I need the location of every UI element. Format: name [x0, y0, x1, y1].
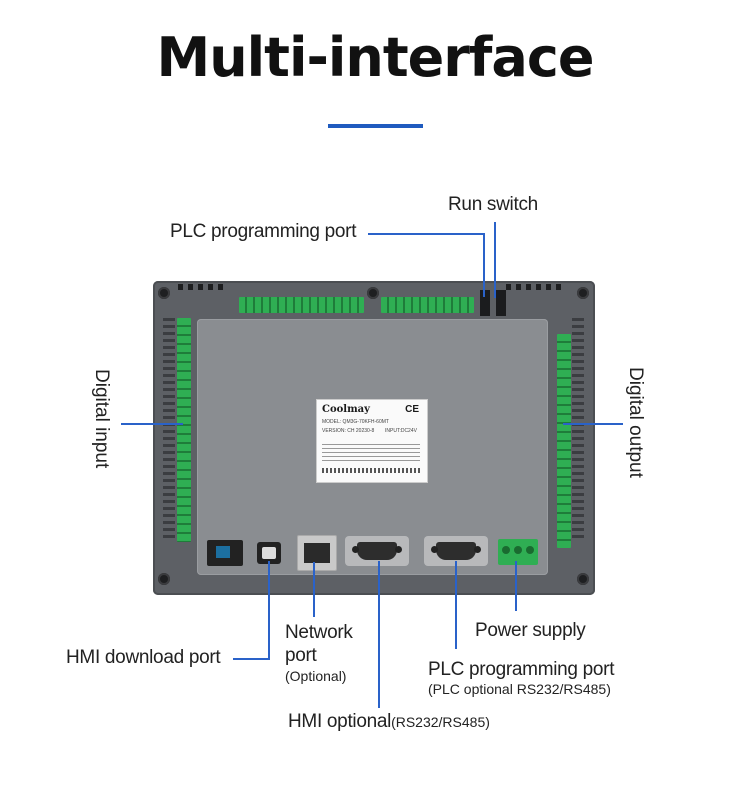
screw	[577, 573, 589, 585]
digital-input-line	[121, 423, 183, 425]
digital-output-label: Digital output	[625, 367, 646, 478]
product-label: Coolmay CE MODEL: QM3G-70KFH-60MT VERSIO…	[316, 399, 428, 483]
digital-output-terminals	[557, 334, 571, 548]
top-vents-left	[178, 284, 228, 290]
power-supply-label: Power supply	[475, 620, 586, 641]
plc-programming-port-bottom-note: (PLC optional RS232/RS485)	[428, 681, 611, 697]
power-terminal	[498, 539, 538, 565]
plc-programming-port-label: PLC programming port	[170, 221, 357, 242]
digital-output-line	[563, 423, 623, 425]
hmi-db9-port	[345, 536, 409, 566]
run-switch-line	[494, 222, 496, 298]
digital-input-terminals	[177, 318, 191, 542]
hmi-optional-text: HMI optional	[288, 711, 392, 732]
plc-bottom-line	[455, 561, 457, 649]
network-port-note: (Optional)	[285, 668, 347, 684]
page-title: Multi-interface	[156, 26, 594, 89]
side-vents-left	[163, 318, 175, 538]
screw	[367, 287, 379, 299]
run-switch-label: Run switch	[448, 194, 538, 215]
hmi-optional-note: (RS232/RS485)	[391, 714, 490, 730]
network-port-label-line1: Network	[285, 622, 353, 643]
version-text: VERSION: CH 20230-8	[322, 428, 375, 434]
title-underline	[328, 124, 423, 128]
hmi-usb-download-port	[207, 540, 243, 566]
plc-port-line-v	[483, 233, 485, 297]
plc-programming-port-bottom-label: PLC programming port	[428, 659, 615, 680]
power-line	[515, 561, 517, 611]
terminal-block-top-left	[239, 297, 364, 313]
screw	[577, 287, 589, 299]
side-vents-right	[572, 318, 584, 538]
screw	[158, 287, 170, 299]
plc-port-line-h	[368, 233, 485, 235]
top-vents-right	[506, 284, 566, 290]
hmi-optional-line	[378, 561, 380, 708]
hmi-download-line-h	[233, 658, 270, 660]
screw	[158, 573, 170, 585]
terminal-block-top-right	[381, 297, 474, 313]
network-line	[313, 562, 315, 617]
input-text: INPUT:DC24V	[385, 428, 417, 434]
model-text: MODEL: QM3G-70KFH-60MT	[322, 419, 389, 425]
digital-input-label: Digital input	[91, 369, 112, 469]
usb-b-port	[257, 542, 281, 564]
brand-logo: Coolmay	[322, 404, 370, 415]
network-port-label-line2: port	[285, 645, 317, 666]
run-switch	[478, 290, 508, 316]
hmi-download-port-label: HMI download port	[66, 647, 221, 668]
hmi-optional-label: HMI optional(RS232/RS485)	[288, 711, 490, 733]
ce-mark: CE	[405, 404, 419, 415]
hmi-download-line-v	[268, 561, 270, 659]
network-rj45-port	[297, 535, 337, 571]
